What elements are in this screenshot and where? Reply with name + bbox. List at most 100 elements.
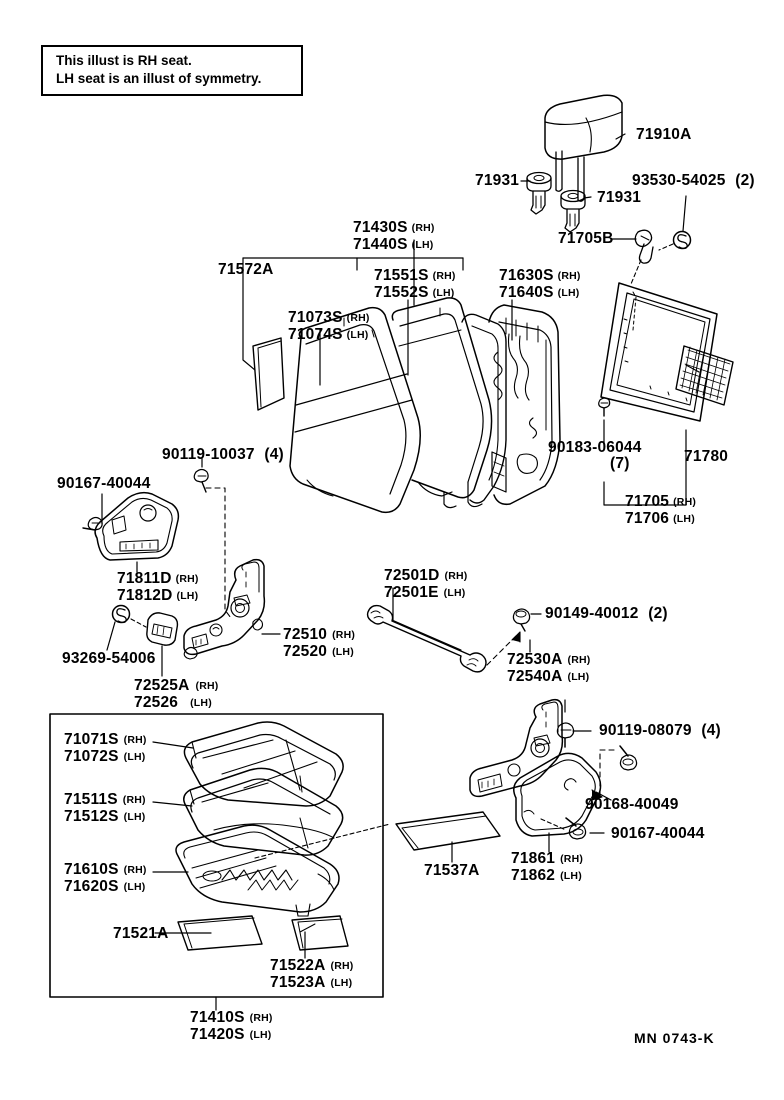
sfx-71410S: (RH) <box>249 1012 273 1024</box>
sfx-71074S: (LH) <box>346 329 369 341</box>
label-71521A: 71521A <box>113 925 169 943</box>
sfx-71512S: (LH) <box>123 811 146 823</box>
pn-71511S: 71511S <box>64 791 118 808</box>
bolt-90119-08079-part-b <box>619 745 638 771</box>
pn-71537A: 71537A <box>424 862 480 879</box>
sfx-71440S: (LH) <box>411 239 434 251</box>
sfx-71420S: (LH) <box>249 1029 272 1041</box>
pn-71620S: 71620S <box>64 878 119 895</box>
label-90183-06044: 90183-06044 (7) <box>548 440 642 472</box>
qty-90183: (7) <box>610 455 630 472</box>
bolt-90119-10037-part <box>193 468 209 493</box>
sfx-71511S: (RH) <box>122 794 146 806</box>
strip-71521a-illustration <box>177 915 263 951</box>
label-71511S-71512S: 71511S(RH) 71512S(LH) <box>64 792 146 826</box>
pn-71552S: 71552S <box>374 284 429 301</box>
seatback-frame-illustration <box>488 304 561 506</box>
label-71931-left: 71931 <box>475 172 519 190</box>
pn-90119-08079: 90119-08079 <box>599 722 692 739</box>
pn-71861: 71861 <box>511 850 556 867</box>
label-72510-72520: 72510 (RH) 72520 (LH) <box>283 627 355 661</box>
label-71572A: 71572A <box>218 261 274 279</box>
note-line-2: LH seat is an illust of symmetry. <box>56 71 262 86</box>
sfx-72525A: (RH) <box>195 680 219 692</box>
note-line-1: This illust is RH seat. <box>56 53 192 68</box>
pn-71440S: 71440S <box>353 236 408 253</box>
pn-72526: 72526 <box>134 694 179 711</box>
label-72501D-72501E: 72501D(RH) 72501E(LH) <box>384 568 467 602</box>
pn-72520: 72520 <box>283 643 328 660</box>
bolt-90167-upper-part <box>82 516 103 531</box>
side-cover-illustration <box>513 752 602 837</box>
headrest-support-left-part <box>526 171 552 215</box>
headrest-support-right-part <box>560 189 586 233</box>
sfx-71073S: (RH) <box>346 312 370 324</box>
label-90119-10037: 90119-10037 (4) <box>162 446 284 464</box>
label-71073S-71074S: 71073S(RH) 71074S(LH) <box>288 310 370 344</box>
insert-71537a-illustration <box>395 811 501 851</box>
rod-72501-illustration <box>366 604 487 673</box>
label-71705-71706: 71705(RH) 71706(LH) <box>625 494 696 528</box>
leader-lines <box>101 133 700 1011</box>
note-box: This illust is RH seat. LH seat is an il… <box>41 45 303 96</box>
label-71610S-71620S: 71610S (RH) 71620S (LH) <box>64 862 147 896</box>
pn-71430S: 71430S <box>353 219 408 236</box>
sfx-72510: (RH) <box>332 629 356 641</box>
s-marker-93530 <box>672 230 692 250</box>
pn-90167-lower: 90167-40044 <box>611 825 705 842</box>
cushion-frame-illustration <box>175 824 340 917</box>
back-board-illustration <box>600 282 734 422</box>
sfx-71862: (LH) <box>560 870 582 882</box>
pn-71780: 71780 <box>684 448 729 465</box>
label-71780: 71780 <box>684 448 728 466</box>
label-90119-08079: 90119-08079 (4) <box>599 722 721 740</box>
pn-72510: 72510 <box>283 626 328 643</box>
pn-90119-10037: 90119-10037 <box>162 446 255 463</box>
sfx-71071S: (RH) <box>123 734 147 746</box>
pn-71072S: 71072S <box>64 748 119 765</box>
label-90149-40012: 90149-40012 (2) <box>545 605 668 623</box>
pn-71910A: 71910A <box>636 126 692 143</box>
sfx-71861: (RH) <box>560 853 584 865</box>
qty-90119-10037: (4) <box>264 446 284 463</box>
label-71630S-71640S: 71630S(RH) 71640S(LH) <box>499 268 581 302</box>
label-93269-54006: 93269-54006 <box>62 650 156 668</box>
pn-71610S: 71610S <box>64 861 119 878</box>
adjuster-bracket-illustration <box>183 558 266 660</box>
label-90168-40049: 90168-40049 <box>585 796 679 814</box>
sfx-71522A: (RH) <box>330 960 354 972</box>
pn-71862: 71862 <box>511 867 556 884</box>
sfx-72520: (LH) <box>332 646 354 658</box>
recliner-cover-illustration <box>94 491 180 561</box>
bolt-90167-lower-part <box>565 817 587 840</box>
sfx-71610S: (RH) <box>123 864 147 876</box>
pn-71073S: 71073S <box>288 309 343 326</box>
pn-90167-upper: 90167-40044 <box>57 475 151 492</box>
s-marker-93269 <box>111 604 131 624</box>
label-71071S-71072S: 71071S(RH) 71072S(LH) <box>64 732 147 766</box>
seatback-bolster-illustration <box>461 313 507 508</box>
nut-90149-part <box>512 608 531 632</box>
sfx-71620S: (LH) <box>123 881 146 893</box>
pn-90149: 90149-40012 <box>545 605 639 622</box>
pn-90183: 90183-06044 <box>548 439 642 456</box>
sfx-71551S: (RH) <box>432 270 456 282</box>
sfx-72540A: (LH) <box>567 671 590 683</box>
qty-93530: (2) <box>735 172 755 189</box>
pn-71420S: 71420S <box>190 1026 245 1043</box>
pn-71551S: 71551S <box>374 267 429 284</box>
pn-72501E: 72501E <box>384 584 439 601</box>
knob-72525a-illustration <box>146 612 179 646</box>
label-71410S-71420S: 71410S (RH) 71420S (LH) <box>190 1010 273 1044</box>
label-90167-40044-upper: 90167-40044 <box>57 475 151 493</box>
sfx-71811D: (RH) <box>175 573 199 585</box>
label-71931-right: 71931 <box>597 189 641 207</box>
pn-71410S: 71410S <box>190 1009 245 1026</box>
cushion-pad-illustration <box>183 767 344 856</box>
sfx-71706: (LH) <box>673 513 695 525</box>
qty-90149: (2) <box>648 605 668 622</box>
pn-71523A: 71523A <box>270 974 326 991</box>
lower-adjuster-illustration <box>469 698 564 798</box>
